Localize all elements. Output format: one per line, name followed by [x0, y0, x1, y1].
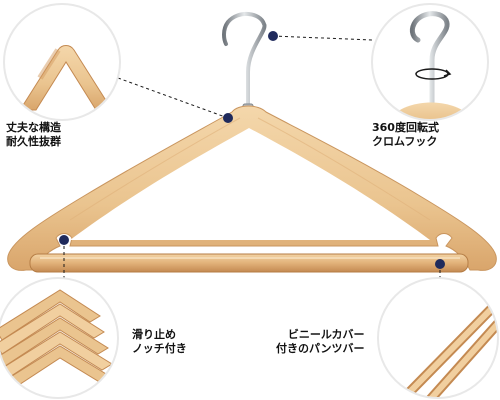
- wooden-hanger: [7, 105, 497, 273]
- chrome-hook: [222, 12, 267, 115]
- notch-closeup-callout: [0, 277, 119, 399]
- callout-dots: [59, 31, 445, 269]
- label-line: ビニールカバー: [287, 328, 365, 341]
- durable-structure-label: 丈夫な構造 耐久性抜群: [6, 121, 61, 149]
- label-line: 滑り止め: [132, 328, 176, 341]
- vinyl-pant-bar-label: ビニールカバー 付きのパンツバー: [276, 328, 365, 356]
- rotating-chrome-hook-icon: [392, 11, 470, 120]
- swivel-hook-label: 360度回転式 クロムフック: [372, 121, 439, 149]
- label-line: 耐久性抜群: [6, 135, 61, 148]
- label-line: 丈夫な構造: [6, 121, 61, 134]
- label-line: ノッチ付き: [132, 342, 187, 355]
- hook-closeup-callout: [371, 3, 489, 121]
- label-line: クロムフック: [372, 135, 438, 148]
- label-line: 付きのパンツバー: [276, 342, 365, 355]
- pant-bar-closeup-callout: [377, 277, 499, 399]
- label-line: 360度回転式: [372, 121, 439, 134]
- non-slip-notch-label: 滑り止め ノッチ付き: [132, 328, 187, 356]
- pant-bar: [29, 253, 469, 273]
- shoulder-closeup-callout: [3, 3, 121, 121]
- hanger-shoulder-closeup-icon: [19, 45, 113, 111]
